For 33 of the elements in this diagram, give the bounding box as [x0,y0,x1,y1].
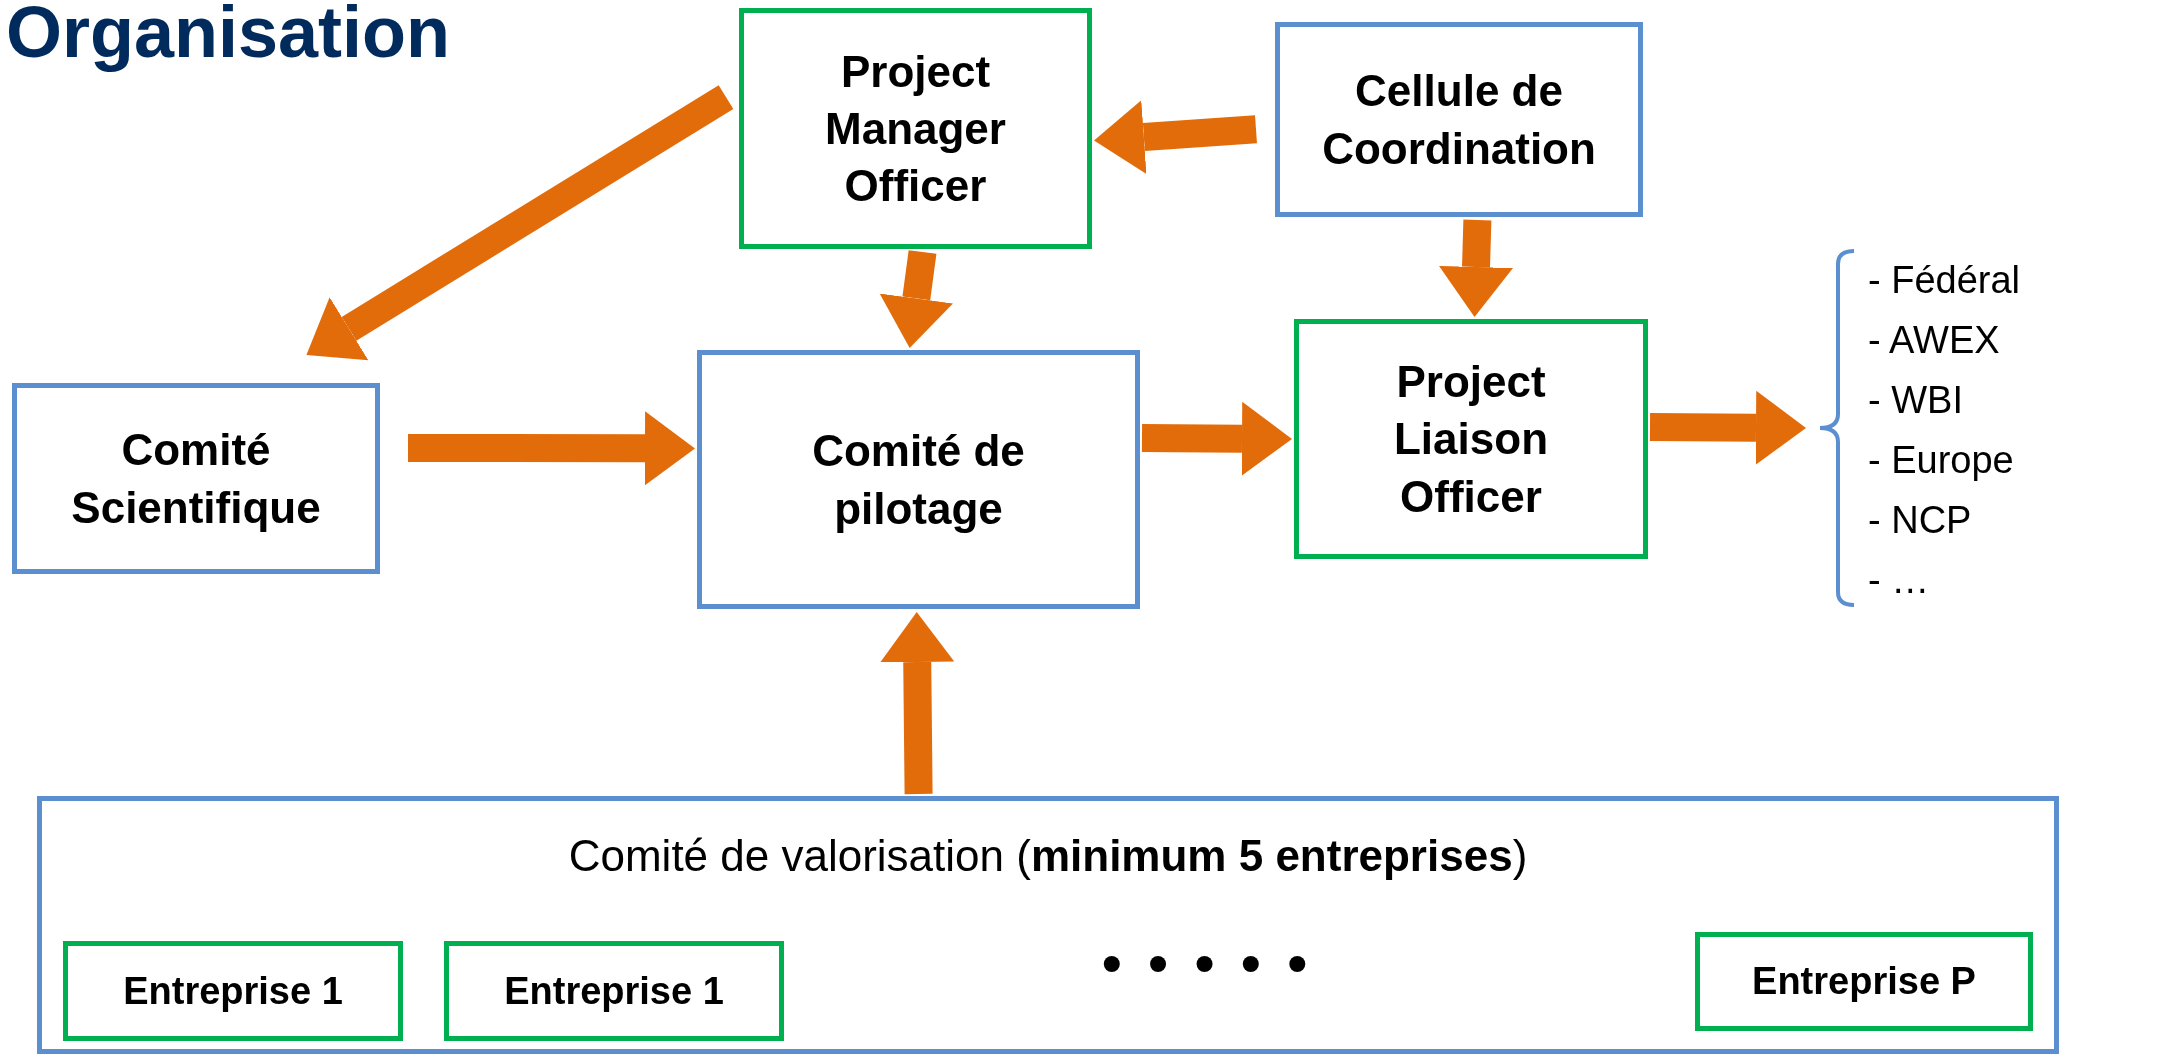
list-item: - AWEX [1868,318,2001,363]
box-label: Project Liaison Officer [1393,356,1549,523]
block-arrow [1439,219,1513,317]
block-arrow [1094,100,1257,174]
block-arrow [1141,401,1292,476]
box-label: Entreprise 1 [504,968,724,1014]
block-arrow [306,85,734,361]
group-heading: Comité de valorisation (minimum 5 entreprises) [568,830,1528,882]
process-box [1275,22,1643,217]
list-item: - NCP [1868,498,1973,543]
process-box [63,941,403,1041]
list-item: - Fédéral [1868,258,2021,303]
list-item: - … [1868,558,1931,603]
box-label: Comité de pilotage [811,425,1026,535]
group-box [37,796,2059,1054]
box-label: Entreprise P [1752,959,1976,1004]
box-label: Cellule de Coordination [1321,65,1597,175]
box-label: Project Manager Officer [824,45,1007,213]
list-item: - Europe [1868,438,2015,483]
box-label: Entreprise 1 [123,968,343,1014]
process-box [1294,319,1648,559]
process-box [444,941,784,1041]
process-box [697,350,1140,609]
box-label: Comité Scientifique [70,424,322,534]
list-item: - WBI [1868,378,1964,423]
process-box [12,383,380,574]
block-arrow [879,250,953,348]
block-arrow [880,612,955,795]
block-arrow [408,411,695,486]
process-box [739,8,1092,249]
block-arrow [1649,390,1806,465]
process-box [1695,932,2033,1031]
ellipsis-dots: • • • • • [1102,930,1313,996]
